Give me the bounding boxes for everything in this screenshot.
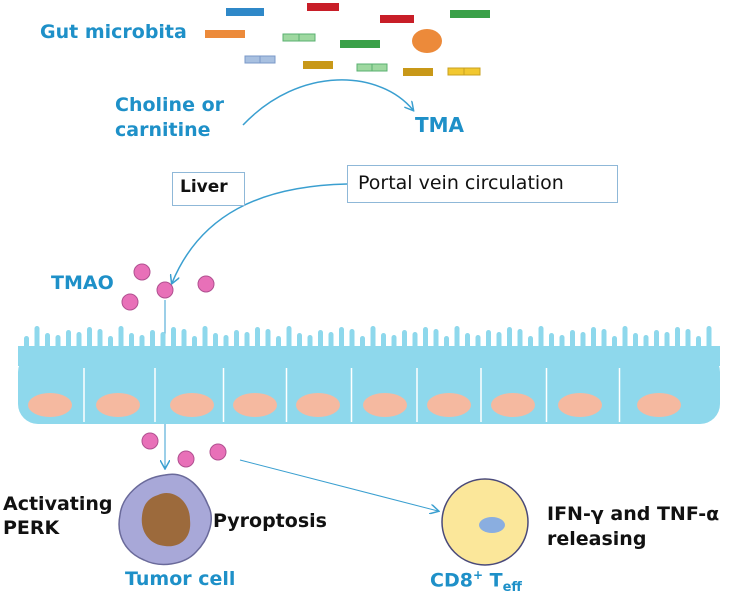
bacteria-group [205,3,490,76]
epithelial-nucleus [96,393,140,417]
tmao-to-tcell-arrow [239,459,438,511]
pyroptosis-label: Pyroptosis [213,510,327,532]
bacterium [450,10,490,18]
epithelial-nucleus [233,393,277,417]
epithelial-nucleus [28,393,72,417]
tmao-molecule [156,281,174,299]
cd8-superscript: + [472,568,483,582]
epithelial-nucleus [558,393,602,417]
bacterium [298,33,316,42]
epithelial-nucleus [637,393,681,417]
bacterium [356,63,373,72]
bacterium [307,3,339,11]
liver-label: Liver [180,177,228,197]
epithelial-nucleus [296,393,340,417]
portal-to-tmao-arrow [172,183,348,283]
gut-microbita-label: Gut microbita [40,21,187,43]
bacterium [205,30,245,38]
bacterium [303,61,333,69]
liver-box [172,172,245,206]
choline-carnitine-label: Choline or carnitine [115,94,224,141]
tmao-molecule [197,275,215,293]
cd8-teff-label: CD8+ Teff [430,568,522,595]
epithelial-nucleus [170,393,214,417]
cytokine-release-label: IFN-γ and TNF-α releasing [547,503,720,550]
epithelial-nucleus [363,393,407,417]
epithelial-nucleus [491,393,535,417]
tmao-molecule [121,293,139,311]
epithelial-cells [28,368,681,422]
bacterium [403,68,433,76]
epithelial-nucleus [427,393,471,417]
tmao-molecule [141,432,159,450]
bacterium [282,33,300,42]
tmao-label: TMAO [51,272,114,294]
tmao-molecules [121,263,227,468]
tumor-cell [118,473,212,566]
bacterium [371,63,388,72]
intestinal-epithelium [18,326,720,424]
tumor-cell-label: Tumor cell [125,568,236,590]
cd8-t-cell [441,478,529,566]
activating-perk-label: Activating PERK [3,493,113,539]
bacterium [226,8,264,16]
tmao-molecule [209,443,227,461]
tmao-molecule [177,450,195,468]
cd8-text: CD8 [430,569,473,592]
bacterium [244,55,261,64]
portal-vein-label: Portal vein circulation [358,172,564,194]
tma-label: TMA [415,113,465,137]
choline-to-tma-arrow [242,79,413,126]
epithelium-top [18,346,720,366]
bacterium [340,40,380,48]
portal-vein-box [347,165,618,203]
tmao-molecule [133,263,151,281]
tumor-cell-nucleus [141,492,191,547]
t-cell-nucleus [479,517,505,533]
bacterium [447,67,465,76]
bacterium [380,15,414,23]
bacterium [412,29,442,53]
teff-subscript: eff [502,580,522,596]
teff-t: T [489,569,503,592]
bacterium [463,67,481,76]
bacterium [259,55,276,64]
